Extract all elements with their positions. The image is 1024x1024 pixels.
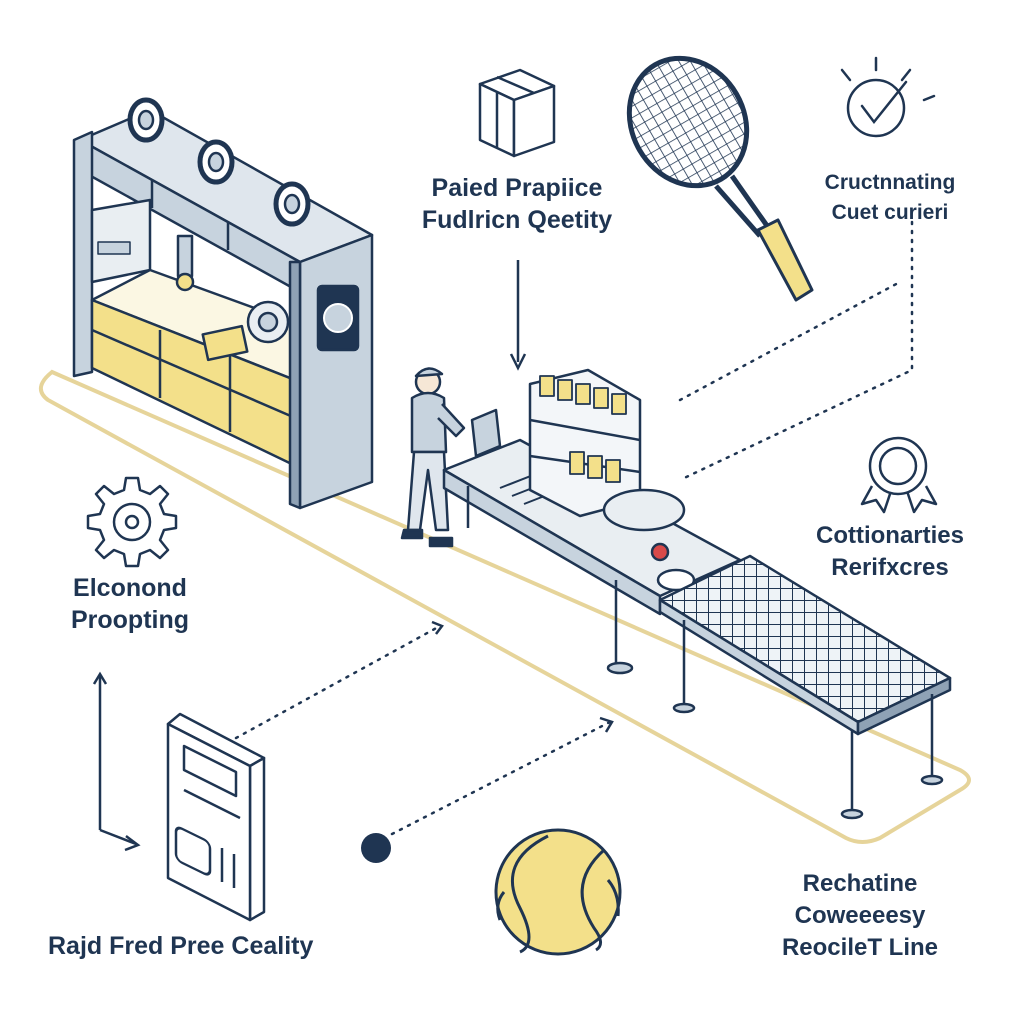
top-sensor-ring (197, 139, 235, 185)
award-ribbon-icon (860, 436, 938, 514)
label-line: Cottionarties (815, 522, 964, 549)
top-sensor-ring (273, 181, 311, 227)
mesh-conveyor (658, 554, 952, 820)
document-form-icon (166, 712, 266, 922)
label-line: Cructnnating (824, 171, 956, 194)
label-line: Rajd Fred Pree Ceality (48, 932, 314, 960)
label-line: Coweeeesy (794, 902, 926, 929)
tennis-racket-icon (626, 55, 814, 302)
label-line: Rechatine (802, 870, 918, 897)
label-line: Elconond (73, 574, 187, 602)
box-icon (478, 68, 556, 158)
label-elconond: Elconond Proopting (50, 572, 210, 636)
gear-icon (86, 476, 178, 568)
floor-track (39, 369, 971, 844)
label-line: ReocileT Line (781, 934, 939, 961)
dotted-connector (390, 720, 612, 836)
label-rechatine: Rechatine Coweeeesy ReocileT Line (760, 868, 960, 964)
label-line: Proopting (70, 606, 190, 634)
label-paied-prapiice: Paied Prapiice Fudlricn Qeetity (392, 172, 642, 236)
assembly-machine (72, 97, 374, 510)
tennis-ball-icon (494, 828, 622, 956)
sorting-station (442, 368, 742, 675)
top-sensor-ring (127, 97, 165, 143)
flow-arrows (92, 220, 914, 852)
label-line: Rerifxcres (831, 554, 949, 581)
label-line: Fudlricn Qeetity (421, 206, 613, 234)
check-badge-icon (840, 56, 936, 138)
label-rajd-fred: Rajd Fred Pree Ceality (48, 930, 388, 962)
dotted-connector (234, 624, 442, 740)
worker-figure (400, 367, 466, 548)
target-dot-icon (361, 833, 391, 863)
label-line: Cuet curieri (831, 201, 949, 224)
arrow-down-head (509, 353, 527, 371)
label-cructnnating: Cructnnating Cuet curieri (800, 168, 980, 228)
dotted-connector (678, 280, 902, 402)
label-line: Paied Prapiice (431, 174, 603, 202)
label-cottionarties: Cottionarties Rerifxcres (790, 520, 990, 584)
